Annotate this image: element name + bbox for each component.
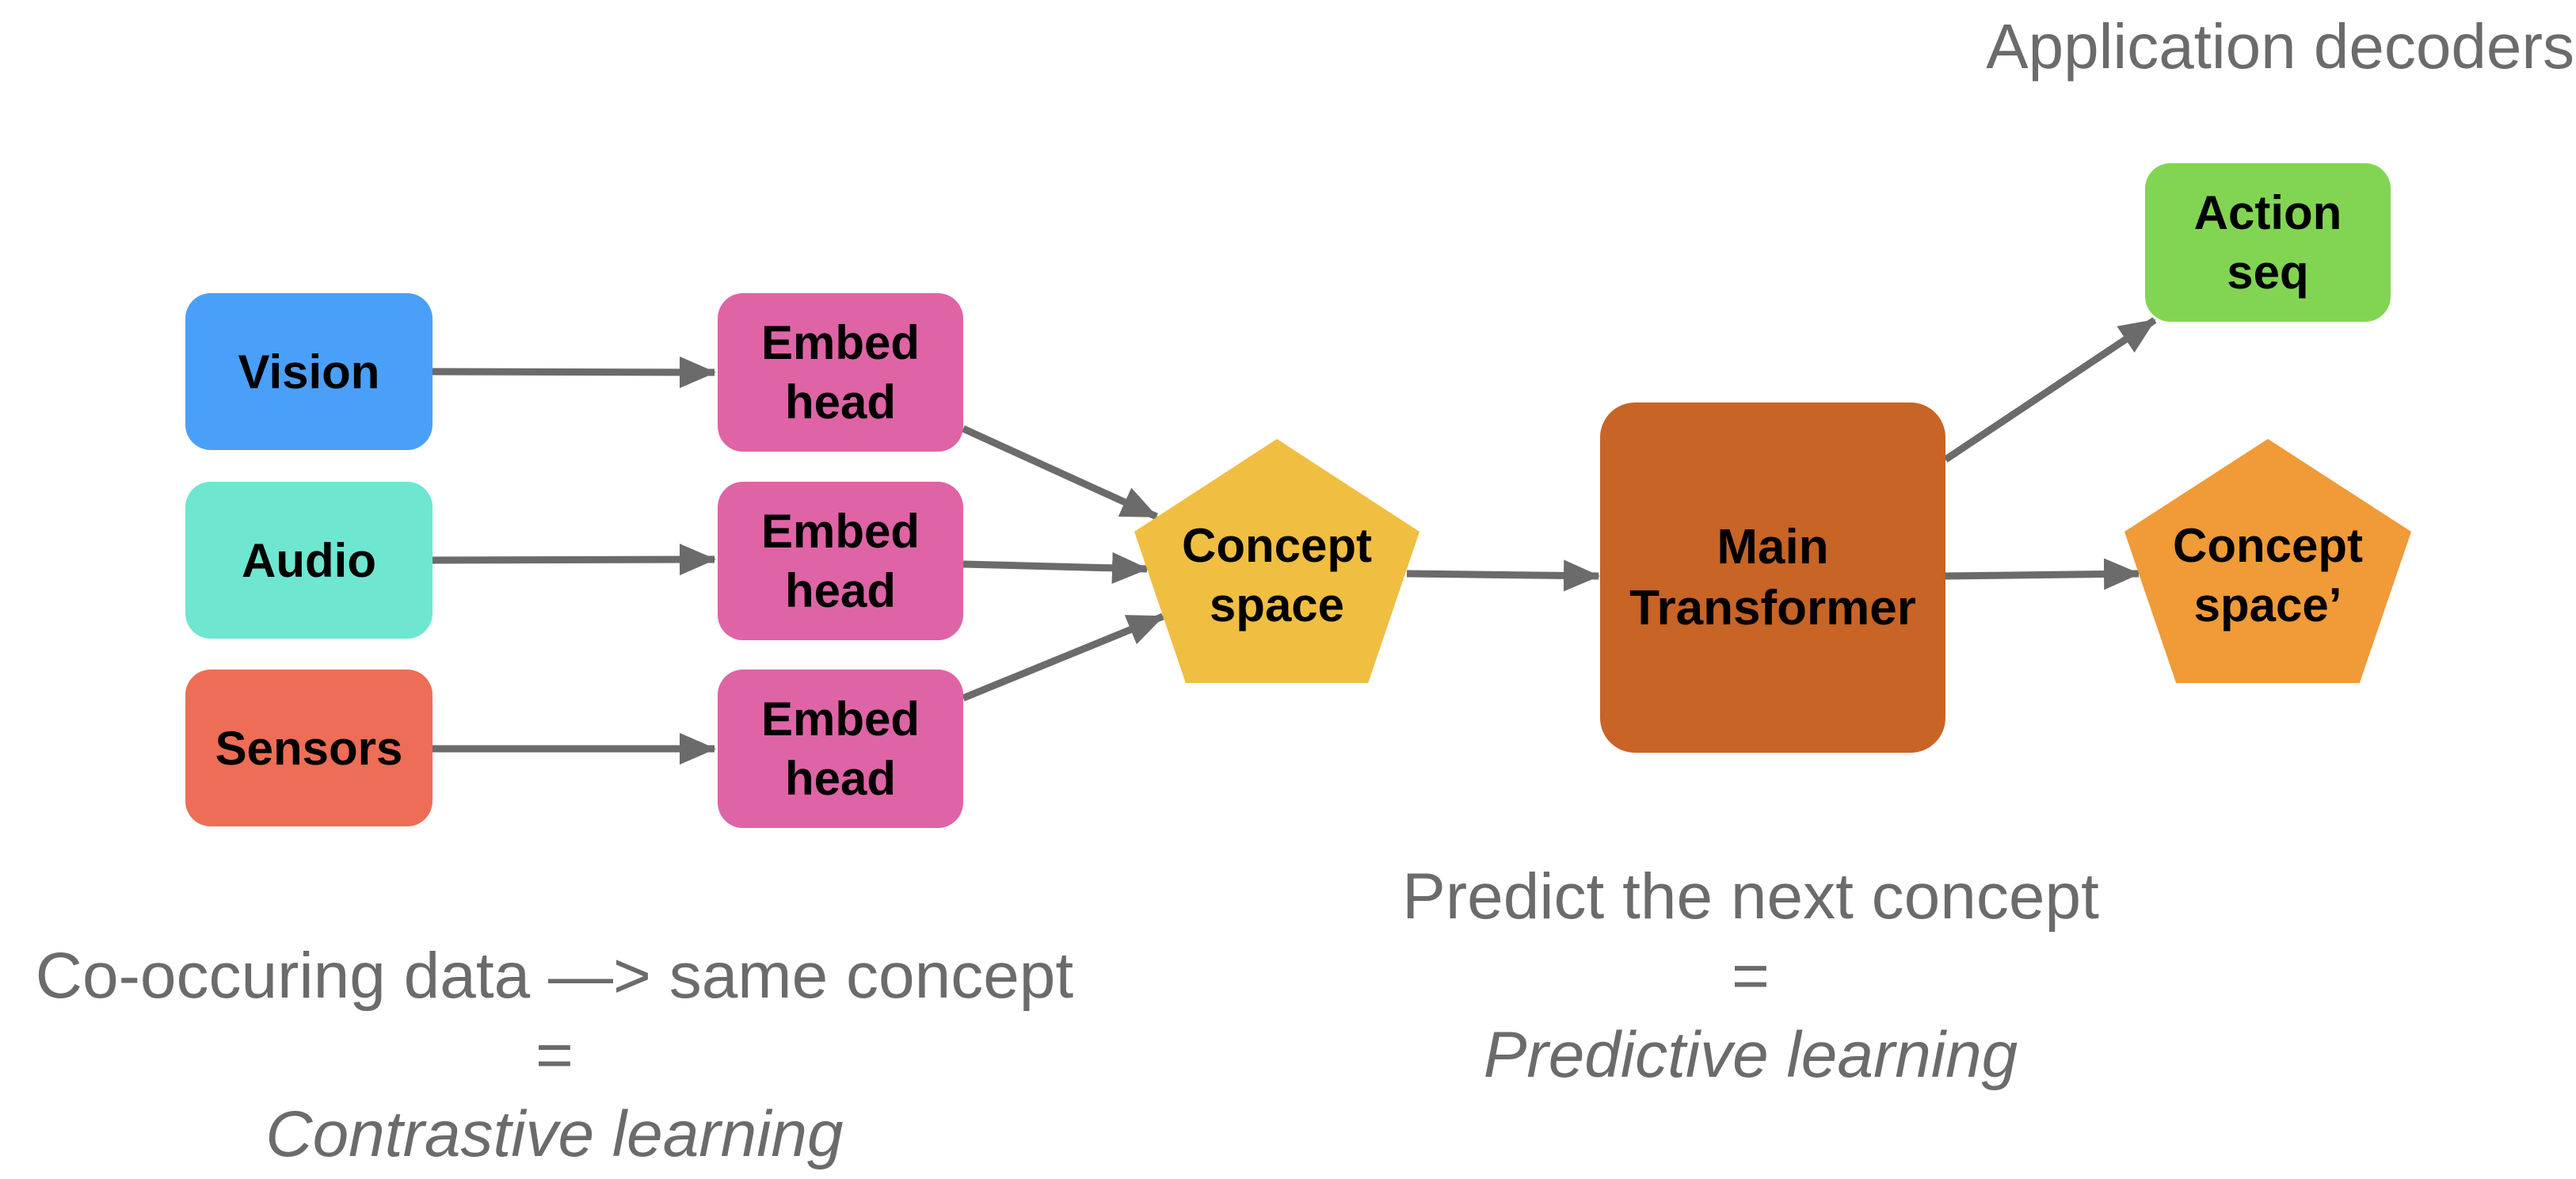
action-seq-box: Action seq — [2145, 163, 2391, 322]
contrastive-caption-equals: = — [535, 1019, 574, 1092]
audio-label: Audio — [242, 533, 376, 587]
predictive-caption-equals: = — [1732, 940, 1770, 1013]
vision-box: Vision — [185, 293, 433, 450]
audio-box: Audio — [185, 482, 433, 639]
embed-head-box: Embed head — [718, 482, 963, 640]
predictive-caption-line1: Predict the next concept — [1402, 860, 2099, 933]
arrow-embed2-to-concept — [962, 551, 1149, 584]
embed-head-box: Embed head — [718, 670, 963, 828]
predictive-caption: Predict the next concept = Predictive le… — [1339, 857, 2163, 1095]
embed-head-label: Embed head — [760, 505, 920, 617]
concept-space-prime-label: Concept space’ — [2173, 519, 2363, 631]
arrow-concept-to-transformer — [1406, 559, 1600, 592]
sensors-label: Sensors — [215, 721, 403, 775]
predictive-caption-term: Predictive learning — [1483, 1019, 2018, 1092]
contrastive-caption: Co-occuring data —> same concept = Contr… — [0, 937, 1109, 1174]
arrow-embed3-to-concept — [962, 612, 1164, 702]
embed-head-label: Embed head — [760, 316, 920, 429]
contrastive-caption-term: Contrastive learning — [265, 1098, 844, 1171]
arrow-embed1-to-concept — [962, 425, 1158, 521]
action-seq-label: Action seq — [2193, 186, 2342, 299]
embed-head-label: Embed head — [760, 693, 920, 805]
arrow-audio-to-embed — [432, 544, 716, 576]
main-transformer-label: Main Transformer — [1629, 519, 1916, 636]
arrow-transformer-to-action — [1943, 317, 2157, 463]
concept-space-label: Concept space — [1182, 519, 1372, 631]
vision-label: Vision — [238, 345, 380, 399]
contrastive-caption-line1: Co-occuring data —> same concept — [35, 940, 1074, 1012]
arrow-transformer-to-concept-prime — [1945, 558, 2140, 590]
main-transformer-box: Main Transformer — [1600, 403, 1945, 753]
diagram-title: Application decoders — [1986, 11, 2574, 82]
sensors-box: Sensors — [185, 670, 433, 826]
embed-head-box: Embed head — [718, 293, 963, 452]
